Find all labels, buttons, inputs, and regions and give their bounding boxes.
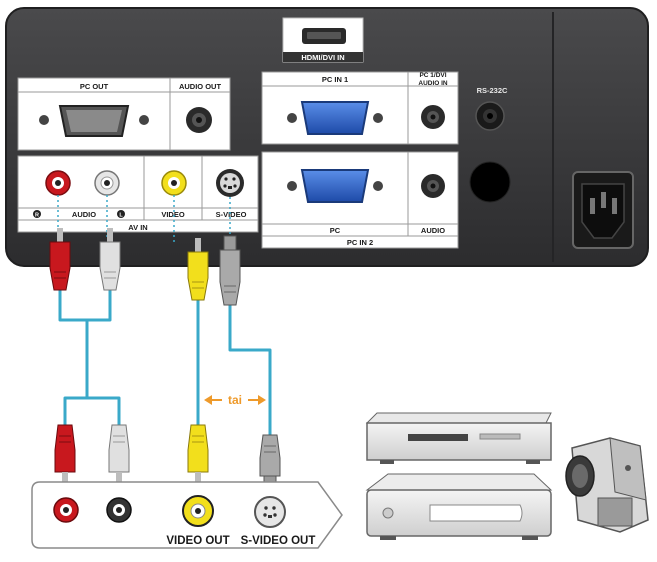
svg-text:L: L — [119, 213, 123, 219]
pc-label: PC — [330, 226, 341, 235]
white-plug-top — [99, 228, 121, 291]
video-jack[interactable] — [161, 170, 187, 196]
pc-out-vga-port[interactable] — [39, 105, 149, 137]
audio-l-marker: L — [117, 210, 125, 219]
video-out-label: VIDEO OUT — [166, 535, 229, 547]
pc-dvi-audio-label-1: PC 1/DVI — [419, 72, 446, 79]
source-audio-l-jack[interactable] — [106, 497, 132, 523]
svideo-plug-top — [219, 235, 241, 306]
pc-in1-label: PC IN 1 — [322, 75, 348, 84]
red-plug-bottom — [54, 424, 76, 482]
pc-in2-label: PC IN 2 — [347, 238, 373, 247]
projector-back-panel: HDMI/DVI IN PC OUT AUDIO OUT PC IN 1 PC … — [5, 7, 649, 267]
dvd-player-device — [365, 473, 553, 540]
hdmi-label: HDMI/DVI IN — [301, 53, 344, 62]
power-inlet[interactable] — [572, 171, 634, 249]
audio-r-jack[interactable] — [45, 170, 71, 196]
rs232c-port[interactable] — [475, 101, 505, 131]
pc-in2-vga-port[interactable] — [287, 169, 383, 203]
hdmi-port[interactable] — [282, 17, 364, 63]
pc-dvi-audio-label-2: AUDIO IN — [418, 80, 448, 87]
audio-label: AUDIO — [72, 210, 96, 219]
source-video-out-jack[interactable] — [182, 495, 214, 527]
pc-out-label: PC OUT — [80, 82, 109, 91]
audio-out-jack[interactable] — [186, 107, 212, 133]
rs232c-label: RS-232C — [477, 86, 508, 95]
cable-length-note: tai — [228, 393, 242, 407]
svideo-jack[interactable] — [216, 169, 244, 197]
vcr-device — [365, 412, 552, 464]
cable-length-arrow — [204, 395, 266, 405]
svideo-plug-bottom — [259, 434, 281, 485]
source-audio-r-jack[interactable] — [53, 497, 79, 523]
pc-in1-vga-port[interactable] — [287, 101, 383, 135]
camcorder-device — [565, 437, 649, 533]
svideo-label: S-VIDEO — [216, 210, 247, 219]
audio-l-jack[interactable] — [94, 170, 120, 196]
cable-wires — [58, 290, 272, 435]
audio2-label: AUDIO — [421, 226, 445, 235]
svg-text:R: R — [35, 213, 39, 219]
source-svideo-out-jack[interactable] — [254, 496, 286, 528]
av-in-label: AV IN — [128, 223, 147, 232]
pc-in2-audio-jack[interactable] — [421, 174, 445, 198]
video-label: VIDEO — [161, 210, 185, 219]
ir-sensor — [469, 161, 511, 203]
white-plug-bottom — [108, 424, 130, 482]
audio-r-marker: R — [33, 210, 41, 219]
yellow-plug-bottom — [187, 424, 209, 482]
svideo-out-label: S-VIDEO OUT — [241, 535, 316, 547]
audio-out-label: AUDIO OUT — [179, 82, 222, 91]
red-plug-top — [49, 228, 71, 291]
yellow-plug-top — [187, 238, 209, 301]
pc-in1-audio-jack[interactable] — [421, 105, 445, 129]
